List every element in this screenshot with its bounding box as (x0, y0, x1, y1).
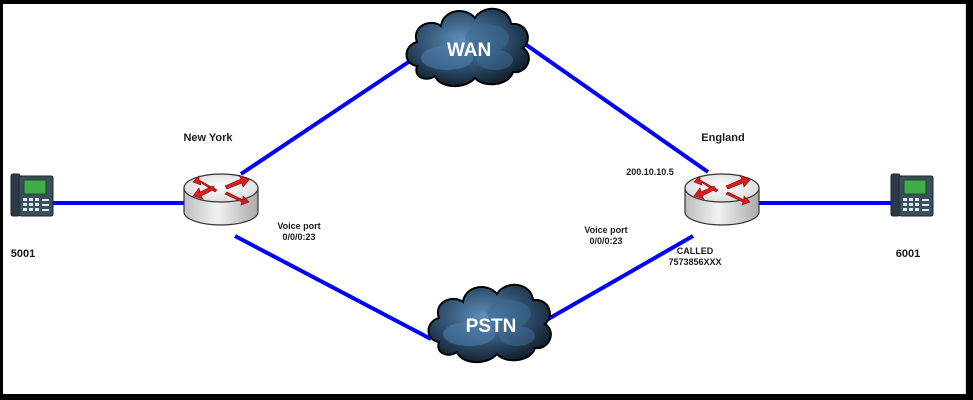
cloud-pstn-label: PSTN (466, 316, 517, 337)
cloud-pstn: PSTN (427, 283, 552, 364)
ip-phone-right-icon (890, 173, 934, 217)
router-england-called-label: CALLED (676, 246, 714, 256)
link-router-ny-wan (239, 57, 415, 176)
router-new-york-label: New York (183, 132, 233, 144)
link-wan-router-england (523, 42, 710, 174)
link-pstn-router-england (542, 234, 694, 324)
router-england-ip: 200.10.10.5 (626, 167, 674, 177)
ip-phone-left-icon (10, 173, 54, 217)
link-router-ny-pstn (234, 234, 432, 341)
router-england-label: England (701, 132, 745, 144)
router-england-called-number: 7573856XXX (668, 257, 722, 267)
router-england-voice-port: 0/0/0:23 (589, 236, 623, 246)
network-diagram: WAN PSTN (10, 7, 934, 364)
router-new-york-icon (183, 173, 259, 226)
cloud-wan-label: WAN (447, 40, 491, 61)
router-new-york-voice-port-label: Voice port (277, 221, 321, 231)
diagram-canvas: WAN PSTN 5001 6001 New York Voice port 0… (3, 4, 966, 394)
phone-right-extension: 6001 (895, 248, 921, 260)
router-new-york-voice-port: 0/0/0:23 (282, 232, 316, 242)
phone-left-extension: 5001 (10, 248, 36, 260)
router-england-icon (684, 173, 760, 226)
router-england-voice-port-label: Voice port (584, 225, 628, 235)
cloud-wan: WAN (405, 7, 530, 88)
